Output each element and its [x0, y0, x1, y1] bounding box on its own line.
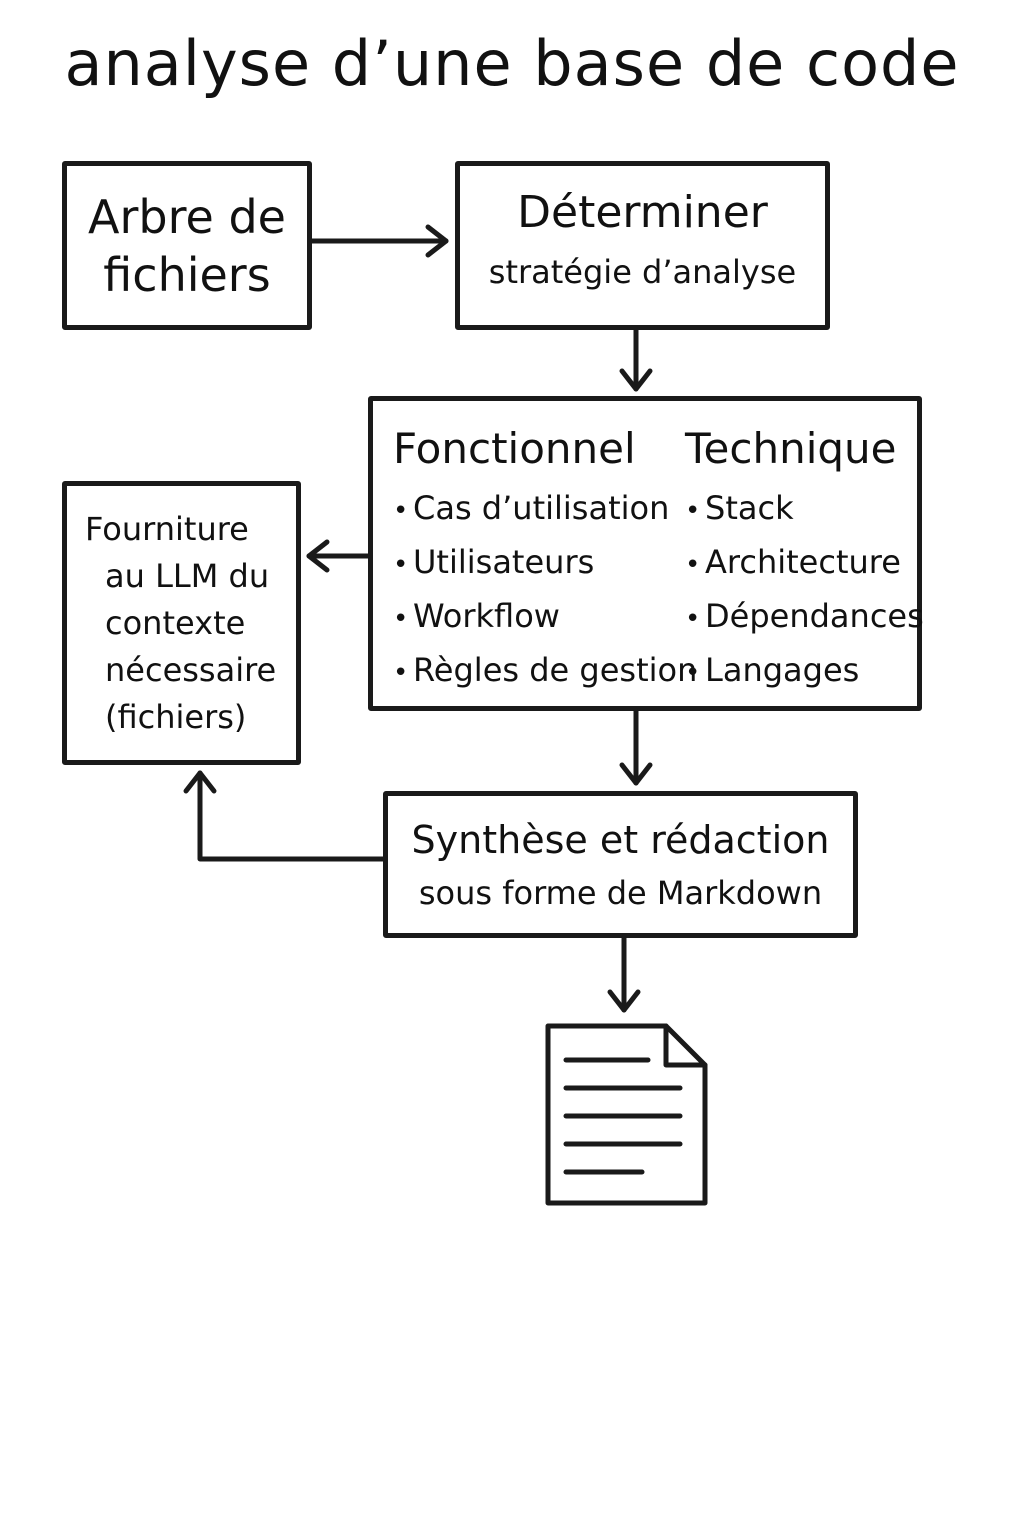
list-item: •Règles de gestion — [393, 645, 697, 699]
arrow-analysis-to-context — [306, 539, 371, 573]
list-item-label: Architecture — [705, 543, 901, 581]
arrow-analysis-to-synthesis — [619, 708, 653, 786]
node-synthesis-line1: Synthèse et rédaction — [411, 818, 830, 862]
list-item-label: Dépendances — [705, 597, 924, 635]
bullet-icon: • — [685, 496, 701, 526]
node-context-line3: contexte — [105, 604, 246, 642]
list-item-label: Stack — [705, 489, 794, 527]
list-item: •Cas d’utilisation — [393, 483, 697, 537]
node-context: Fourniture au LLM du contexte nécessaire… — [62, 481, 301, 765]
node-file-tree-line2: fichiers — [103, 247, 271, 302]
bullet-icon: • — [393, 658, 409, 688]
node-context-line4: nécessaire — [105, 651, 277, 689]
node-synthesis: Synthèse et rédaction sous forme de Mark… — [383, 791, 858, 938]
arrow-synthesis-to-document — [607, 935, 641, 1013]
bullet-icon: • — [685, 658, 701, 688]
bullet-icon: • — [393, 550, 409, 580]
technical-column: Technique •Stack •Architecture •Dépendan… — [685, 419, 924, 699]
node-context-line2: au LLM du — [105, 557, 270, 595]
functional-list: •Cas d’utilisation •Utilisateurs •Workfl… — [393, 483, 697, 699]
node-strategy-line1: Déterminer — [517, 187, 768, 238]
arrow-strategy-to-analysis — [619, 327, 653, 392]
node-file-tree: Arbre de fichiers — [62, 161, 312, 330]
node-context-line1: Fourniture — [85, 510, 249, 548]
list-item-label: Règles de gestion — [413, 651, 698, 689]
list-item: •Stack — [685, 483, 924, 537]
arrow-synthesis-to-context — [183, 770, 386, 862]
list-item: •Utilisateurs — [393, 537, 697, 591]
node-synthesis-line2: sous forme de Markdown — [418, 874, 823, 912]
node-file-tree-line1: Arbre de — [88, 189, 286, 244]
bullet-icon: • — [393, 604, 409, 634]
list-item-label: Cas d’utilisation — [413, 489, 670, 527]
bullet-icon: • — [393, 496, 409, 526]
list-item: •Langages — [685, 645, 924, 699]
technical-heading: Technique — [685, 424, 897, 473]
diagram-title: analyse d’une base de code — [64, 27, 960, 100]
document-icon — [545, 1023, 708, 1206]
technical-list: •Stack •Architecture •Dépendances •Langa… — [685, 483, 924, 699]
node-strategy: Déterminer stratégie d’analyse — [455, 161, 830, 330]
functional-heading: Fonctionnel — [393, 424, 636, 473]
list-item: •Workflow — [393, 591, 697, 645]
list-item: •Dépendances — [685, 591, 924, 645]
node-strategy-line2: stratégie d’analyse — [488, 253, 797, 291]
list-item-label: Utilisateurs — [413, 543, 595, 581]
bullet-icon: • — [685, 604, 701, 634]
list-item-label: Langages — [705, 651, 860, 689]
list-item-label: Workflow — [413, 597, 560, 635]
node-context-line5: (fichiers) — [105, 698, 247, 736]
node-analysis: Fonctionnel •Cas d’utilisation •Utilisat… — [368, 396, 924, 711]
list-item: •Architecture — [685, 537, 924, 591]
arrow-filetree-to-strategy — [309, 224, 449, 258]
bullet-icon: • — [685, 550, 701, 580]
functional-column: Fonctionnel •Cas d’utilisation •Utilisat… — [393, 419, 697, 699]
